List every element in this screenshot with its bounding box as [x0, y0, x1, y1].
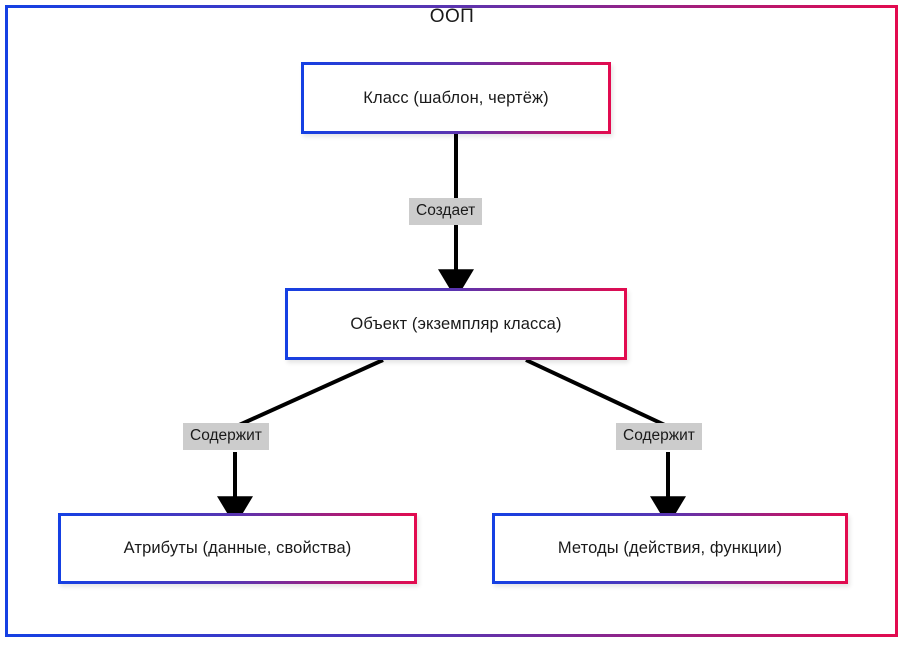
node-methods-label: Методы (действия, функции)	[557, 539, 783, 557]
node-attributes[interactable]: Атрибуты (данные, свойства)	[58, 513, 417, 584]
edge-label-creates: Создает	[409, 198, 483, 225]
node-attributes-label: Атрибуты (данные, свойства)	[123, 539, 352, 557]
edge-label-contains-attributes: Содержит	[183, 423, 269, 450]
node-class[interactable]: Класс (шаблон, чертёж)	[301, 62, 611, 134]
node-methods[interactable]: Методы (действия, функции)	[492, 513, 848, 584]
edge-label-contains-methods: Содержит	[616, 423, 702, 450]
diagram-title: ООП	[429, 6, 475, 27]
node-class-label: Класс (шаблон, чертёж)	[363, 88, 549, 107]
node-object-label: Объект (экземпляр класса)	[350, 314, 562, 333]
node-object[interactable]: Объект (экземпляр класса)	[285, 288, 627, 360]
